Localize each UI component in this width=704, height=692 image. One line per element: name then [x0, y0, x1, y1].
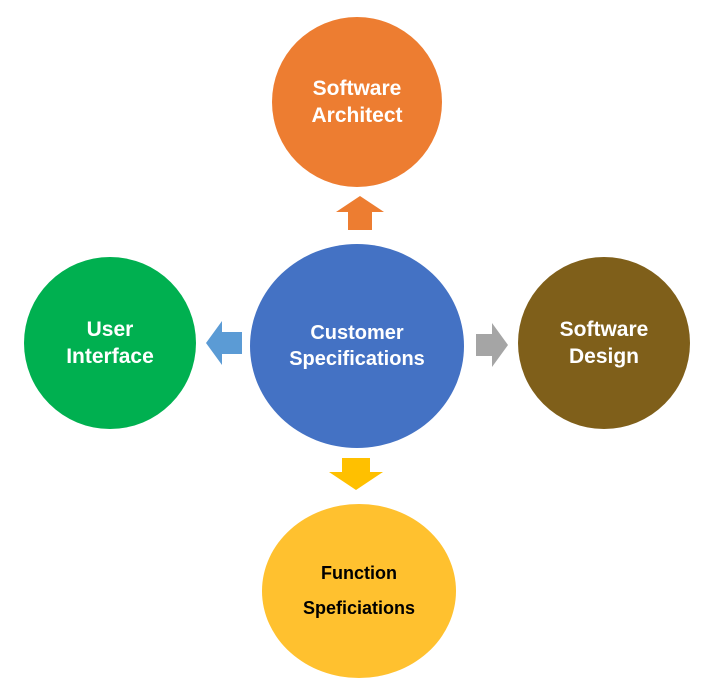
customer-specifications-node: Customer Specifications	[250, 244, 464, 448]
node-label-line-1: Software	[559, 317, 649, 341]
node-label-line-1: Software	[312, 76, 402, 100]
arrow-down-shape	[329, 458, 383, 490]
software-design-node: Software Design	[518, 257, 690, 429]
function-specifications-node: Function Speficiations	[262, 504, 456, 678]
node-label-line-2: Interface	[66, 345, 154, 368]
user-interface-node: User Interface	[24, 257, 196, 429]
node-label-line-1: Customer	[310, 322, 404, 344]
node-label-line-1: User	[86, 317, 134, 341]
software-architect-node: Software Architect	[272, 17, 442, 187]
arrow-right-shape	[476, 323, 508, 367]
node-label-line-2: Architect	[311, 104, 403, 127]
arrow-up-icon	[336, 196, 384, 230]
arrow-left-icon	[206, 321, 242, 365]
node-label-line-1: Function	[321, 562, 397, 583]
arrow-up-shape	[336, 196, 384, 230]
arrow-right-icon	[476, 323, 508, 367]
node-label-line-2: Design	[568, 345, 639, 368]
node-label-line-2: Speficiations	[302, 598, 416, 618]
arrow-left-shape	[206, 321, 242, 365]
node-label-line-2: Specifications	[289, 348, 425, 370]
arrow-down-icon	[329, 458, 383, 490]
